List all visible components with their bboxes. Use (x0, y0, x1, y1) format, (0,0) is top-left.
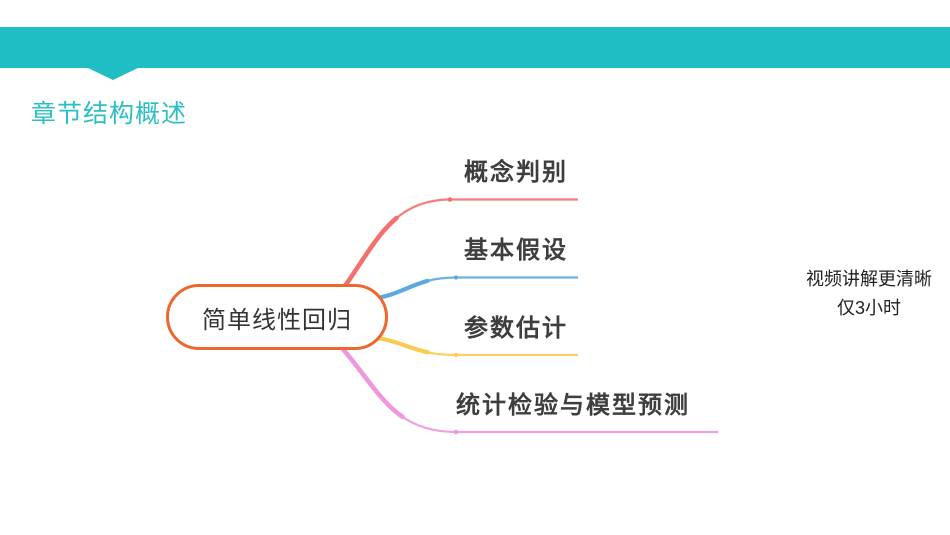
branch-label-basic-assumptions: 基本假设 (464, 237, 568, 264)
mindmap-root-node: 简单线性回归 (166, 284, 388, 350)
side-note-line1: 视频讲解更清晰 (806, 269, 932, 289)
slide-title: 章节结构概述 (31, 100, 188, 128)
branch-curve-estimation (367, 334, 459, 358)
side-note: 视频讲解更清晰 仅3小时 (800, 265, 938, 323)
top-band (0, 27, 950, 68)
branch-label-concept-identification: 概念判别 (464, 159, 568, 186)
side-note-line2: 仅3小时 (836, 298, 901, 318)
branch-label-statistical-test-prediction: 统计检验与模型预测 (456, 392, 690, 419)
branch-curve-test-prediction (339, 345, 459, 435)
branch-line-assumptions (369, 276, 578, 301)
band-notch-triangle (88, 68, 138, 80)
branch-curve-assumptions (367, 275, 459, 302)
branch-label-parameter-estimation: 参数估计 (464, 315, 568, 342)
branch-curve-concept (337, 197, 453, 296)
root-node-label: 简单线性回归 (202, 306, 352, 334)
